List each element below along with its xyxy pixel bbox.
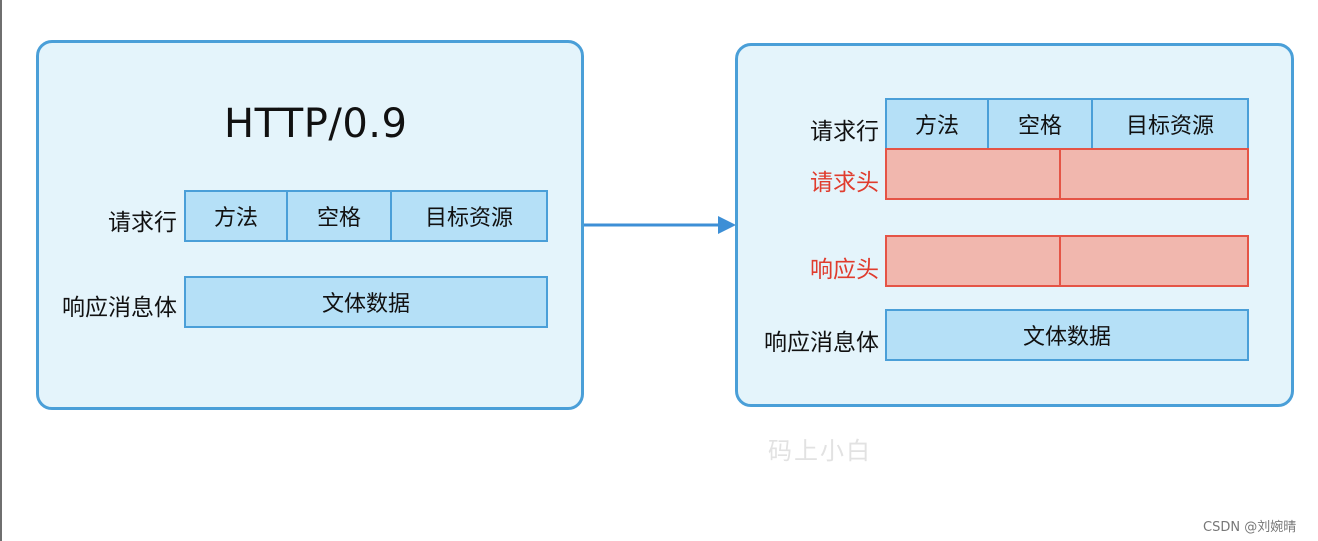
request-line-label: 请求行 [810,119,879,145]
response-body-label: 响应消息体 [62,295,177,321]
diagram-title: HTTP/0.9 [224,101,408,147]
text-data-cell: 文体数据 [184,276,548,328]
request-line-row: 方法 空格 目标资源 [184,190,548,242]
text-data-cell: 文体数据 [885,309,1249,361]
request-line-row: 方法 空格 目标资源 [885,98,1249,150]
left-edge-divider [0,0,2,541]
request-header-cell [1061,148,1249,200]
http10-panel: 请求行 方法 空格 目标资源 请求头 响应头 响应消息体 文体数据 [735,43,1294,407]
response-body-row: 文体数据 [885,309,1249,361]
http09-panel: HTTP/0.9 请求行 方法 空格 目标资源 响应消息体 文体数据 [36,40,584,410]
request-headers-row [885,148,1249,200]
watermark: 码上小白 [768,437,872,465]
right-arrow-icon [584,216,736,234]
response-header-cell [1061,235,1249,287]
response-headers-row [885,235,1249,287]
method-cell: 方法 [885,98,989,150]
response-body-label: 响应消息体 [764,330,879,356]
request-header-cell [885,148,1061,200]
credit-text: CSDN @刘婉晴 [1203,520,1297,535]
target-resource-cell: 目标资源 [1093,98,1249,150]
request-line-label: 请求行 [108,210,177,236]
target-resource-cell: 目标资源 [392,190,548,242]
space-cell: 空格 [288,190,392,242]
method-cell: 方法 [184,190,288,242]
response-header-cell [885,235,1061,287]
response-body-row: 文体数据 [184,276,548,328]
response-headers-label: 响应头 [810,257,879,283]
request-headers-label: 请求头 [810,170,879,196]
space-cell: 空格 [989,98,1093,150]
